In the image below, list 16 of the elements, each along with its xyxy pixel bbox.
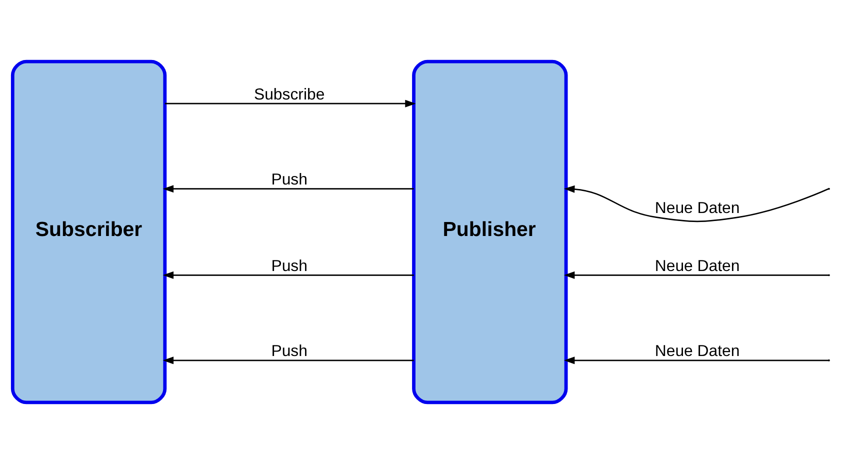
edge-label: Push: [271, 342, 308, 360]
edge-label: Neue Daten: [654, 199, 740, 216]
edge-label: Push: [271, 257, 308, 274]
edge-label: Neue Daten: [654, 342, 740, 360]
arrow: [564, 184, 829, 222]
edge-label: Push: [271, 171, 308, 188]
arrow: [164, 99, 416, 107]
arrow: [564, 270, 828, 278]
arrow: [162, 184, 414, 192]
arrow: [162, 356, 414, 364]
node-box: Subscriber: [10, 59, 167, 404]
edge-label: Neue Daten: [654, 257, 740, 274]
arrow: [162, 270, 414, 278]
node-box: Publisher: [412, 59, 568, 404]
arrow: [564, 356, 828, 364]
edge-label: Subscribe: [254, 86, 325, 103]
